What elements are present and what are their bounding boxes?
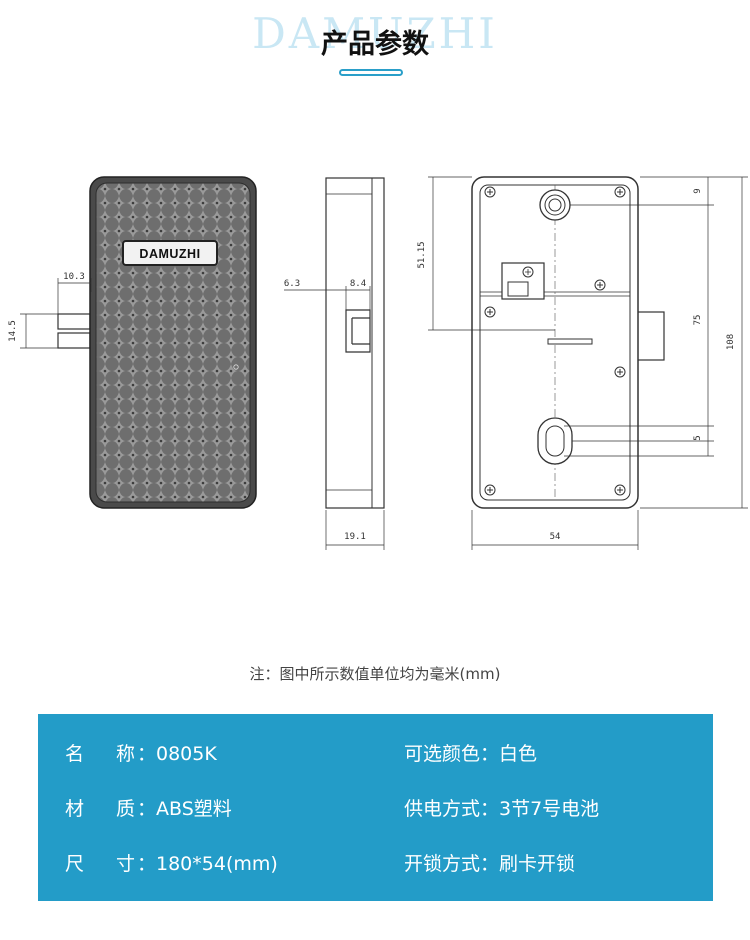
svg-text:54: 54 <box>550 532 561 542</box>
svg-text:6.3: 6.3 <box>284 279 300 289</box>
svg-text:108: 108 <box>726 334 736 350</box>
svg-text:19.1: 19.1 <box>344 532 366 542</box>
dim-top-to-center: 51.15 <box>417 176 555 331</box>
spec-key: 开锁方式 <box>404 853 481 875</box>
spec-value: ：3节7号电池 <box>480 798 600 820</box>
dim-bolt-length: 10.3 <box>57 272 92 314</box>
svg-text:75: 75 <box>693 315 703 326</box>
dim-slot-width: 5 <box>564 425 714 457</box>
spec-key: 可选颜色 <box>404 743 481 765</box>
spec-key: 名 <box>65 743 85 765</box>
technical-drawing: DAMUZHI 10.3 14.5 6.3 8.4 19.1 <box>8 176 748 550</box>
dim-side-bolt: 8.4 <box>345 279 371 310</box>
spec-value: ：白色 <box>480 743 538 765</box>
dim-side-offset: 6.3 <box>284 279 346 291</box>
dim-total-height: 108 <box>640 176 748 509</box>
spec-key: 尺 <box>65 853 85 875</box>
spec-value: ：刷卡开锁 <box>480 853 576 875</box>
side-view <box>325 177 385 509</box>
svg-text:51.15: 51.15 <box>417 241 427 268</box>
brand-badge <box>122 240 218 266</box>
spec-value: ：180*54(mm) <box>137 853 278 875</box>
svg-text:9: 9 <box>693 188 703 193</box>
brand-badge-text: DAMUZHI <box>139 247 200 261</box>
back-view <box>471 176 665 509</box>
spec-key: 寸 <box>116 853 136 875</box>
spec-value: ：0805K <box>137 743 217 765</box>
spec-value: ：ABS塑料 <box>137 798 232 820</box>
header: DAMUZHI 产品参数 <box>0 0 750 90</box>
brand-watermark: DAMUZHI <box>252 9 498 58</box>
dim-hole-offset: 9 <box>570 176 714 206</box>
spec-key: 材 <box>65 798 85 820</box>
lock-body-side <box>325 177 385 509</box>
svg-text:10.3: 10.3 <box>63 272 85 282</box>
dim-hole-spacing: 75 <box>572 205 714 442</box>
spec-panel: 名 称 ：0805K 材 质 ：ABS塑料 尺 寸 ：180*54(mm) 可选… <box>38 714 713 901</box>
front-view: DAMUZHI <box>57 176 257 509</box>
dim-total-width: 54 <box>471 510 639 550</box>
dim-side-depth: 19.1 <box>325 510 385 550</box>
svg-text:5: 5 <box>693 435 703 440</box>
dim-bolt-height: 14.5 <box>8 313 58 349</box>
spec-key: 供电方式 <box>404 798 481 820</box>
title-underline <box>339 69 403 76</box>
svg-text:14.5: 14.5 <box>8 320 18 342</box>
svg-text:8.4: 8.4 <box>350 279 366 289</box>
spec-key: 称 <box>116 743 136 765</box>
spec-key: 质 <box>116 798 136 820</box>
page-title: 产品参数 <box>321 29 429 60</box>
unit-note: 注：图中所示数值单位均为毫米(mm) <box>249 665 501 683</box>
